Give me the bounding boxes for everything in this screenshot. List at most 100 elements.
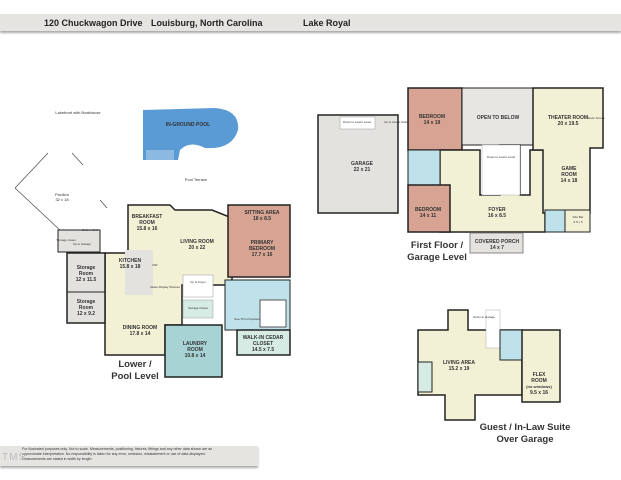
room-label: LAUNDRY	[183, 341, 208, 347]
room-size: 15.2 x 19	[449, 366, 470, 372]
storage-closet	[182, 299, 214, 319]
lakefront-label: Lakefront with Boathouse	[55, 110, 101, 115]
walk-in-closet	[236, 329, 291, 356]
guest-closet	[417, 361, 433, 393]
note-down-lower: Down to Lower Level	[343, 120, 371, 124]
room-note: (no windows)	[526, 384, 552, 389]
room-label: GAME	[562, 166, 578, 172]
room-label: SITTING AREA	[244, 210, 279, 216]
room-size: 14 x 7	[490, 245, 504, 251]
room-label: DINING ROOM	[123, 325, 157, 331]
laundry-room	[164, 324, 223, 378]
room-label: Storage	[77, 299, 96, 305]
room-label: ROOM	[139, 220, 155, 226]
note-storage-closet: Storage closet	[56, 238, 75, 242]
room-size: 15.8 x 16	[137, 226, 158, 232]
pool-terrace-label: Pool Terrace	[185, 177, 208, 182]
room-label: OPEN TO BELOW	[477, 115, 520, 121]
room-label: ROOM	[531, 378, 547, 384]
bedroom-bottom	[407, 184, 451, 233]
pool	[143, 108, 239, 160]
note-up-garage: Up to Garage	[73, 242, 91, 246]
storage-closet-area	[57, 229, 101, 253]
room-label: FOYER	[488, 207, 506, 213]
room-size: 22 x 21	[354, 167, 371, 173]
room-size: 14 x 19	[424, 120, 441, 126]
level-title: Garage Level	[407, 252, 467, 263]
note-wet-bar-size: 6.5 x 5	[573, 220, 582, 224]
flex-room	[521, 329, 561, 403]
room-label: WALK-IN CEDAR	[243, 335, 284, 341]
room-label: BEDROOM	[249, 246, 275, 252]
room-size: 15.8 x 18	[120, 264, 141, 270]
level-title: Lower /	[118, 359, 152, 370]
note-up-foyer: Up to Foyer	[190, 280, 206, 284]
room-label: BEDROOM	[419, 114, 445, 120]
stairs-up-foyer	[182, 274, 214, 298]
note-down-garage: Down to Garage	[473, 315, 495, 319]
level-title: Over Garage	[496, 434, 553, 445]
disclaimer-line: approximate interpretation. No responsib…	[22, 452, 206, 456]
disclaimer: For illustrated purposes only. Not to sc…	[0, 446, 258, 466]
room-label: PRIMARY	[251, 240, 275, 246]
room-label: LIVING ROOM	[180, 239, 214, 245]
guest-suite-plan: LIVING AREA 15.2 x 19 FLEX ROOM (no wind…	[417, 309, 571, 445]
header-bar: 120 Chuckwagon Drive Louisburg, North Ca…	[0, 14, 621, 31]
room-label: BREAKFAST	[132, 214, 163, 220]
level-title: First Floor /	[411, 240, 464, 251]
room-size: 20 x 19.5	[558, 121, 579, 127]
room-label: COVERED PORCH	[475, 239, 520, 245]
disclaimer-line: For illustrated purposes only. Not to sc…	[22, 447, 213, 451]
primary-bedroom	[227, 204, 291, 278]
first-floor-plan: GARAGE 22 x 21 BEDROOM 14 x 19 OPEN TO B…	[317, 87, 606, 263]
room-size: 12 x 11.5	[76, 277, 97, 283]
hot-tub	[259, 299, 287, 328]
garage-stair	[339, 116, 376, 130]
note-grill: Built-in Grill	[82, 228, 98, 232]
room-size: 9.5 x 16	[530, 390, 548, 396]
room-label: THEATER ROOM	[548, 115, 588, 121]
room-size: 14.5 x 7.5	[252, 347, 274, 353]
community: Lake Royal	[303, 18, 351, 28]
room-size: 17.7 x 16	[252, 252, 273, 258]
room-label: CLOSET	[253, 341, 273, 347]
room-label: FLEX	[533, 372, 546, 378]
note-glass-shelves: Glass Display Shelves	[150, 285, 180, 289]
room-size: 14 x 18	[561, 178, 578, 184]
powder-room	[544, 209, 566, 233]
pool-label: IN-GROUND POOL	[166, 122, 210, 128]
room-size: 14 x 11	[420, 213, 437, 219]
guest-stairs	[485, 309, 501, 349]
room-size: 20 x 22	[189, 245, 206, 251]
level-title: Pool Level	[111, 371, 159, 382]
room-label: Room	[79, 271, 94, 277]
open-to-below	[461, 87, 534, 146]
room-label: KITCHEN	[119, 258, 142, 264]
room-label: ROOM	[187, 347, 203, 353]
room-label: GARAGE	[351, 161, 374, 167]
lower-level-plan: IN-GROUND POOL Lakefront with Boathouse …	[14, 108, 291, 382]
room-label: Storage	[77, 265, 96, 271]
note-dw: DW	[153, 263, 158, 267]
disclaimer-line: Measurements are stated in width by leng…	[22, 457, 93, 461]
bath-first	[407, 149, 441, 186]
pool-steps	[146, 150, 174, 160]
theater-game-room	[532, 87, 604, 214]
room-label: ROOM	[561, 172, 577, 178]
note-wet-bar: Wet Bar	[573, 215, 584, 219]
room-label: Room	[79, 305, 94, 311]
note-movie-screen: Movie Screen	[587, 116, 606, 120]
stairs-down	[481, 144, 521, 196]
watermark-logo: TMS	[2, 452, 27, 463]
room-size: 17.8 x 14	[130, 331, 151, 337]
pavilion-label: Pavilion	[55, 192, 69, 197]
room-label: BEDROOM	[415, 207, 441, 213]
note-fireplace: See-Thru Fireplace	[234, 317, 260, 321]
room-size: 12 x 9.2	[77, 311, 95, 317]
room-label: LIVING AREA	[443, 360, 475, 366]
covered-porch	[469, 232, 524, 254]
level-title: Guest / In-Law Suite	[480, 422, 571, 433]
pavilion-size: 32 x 18	[55, 197, 69, 202]
kitchen-island	[125, 250, 153, 295]
